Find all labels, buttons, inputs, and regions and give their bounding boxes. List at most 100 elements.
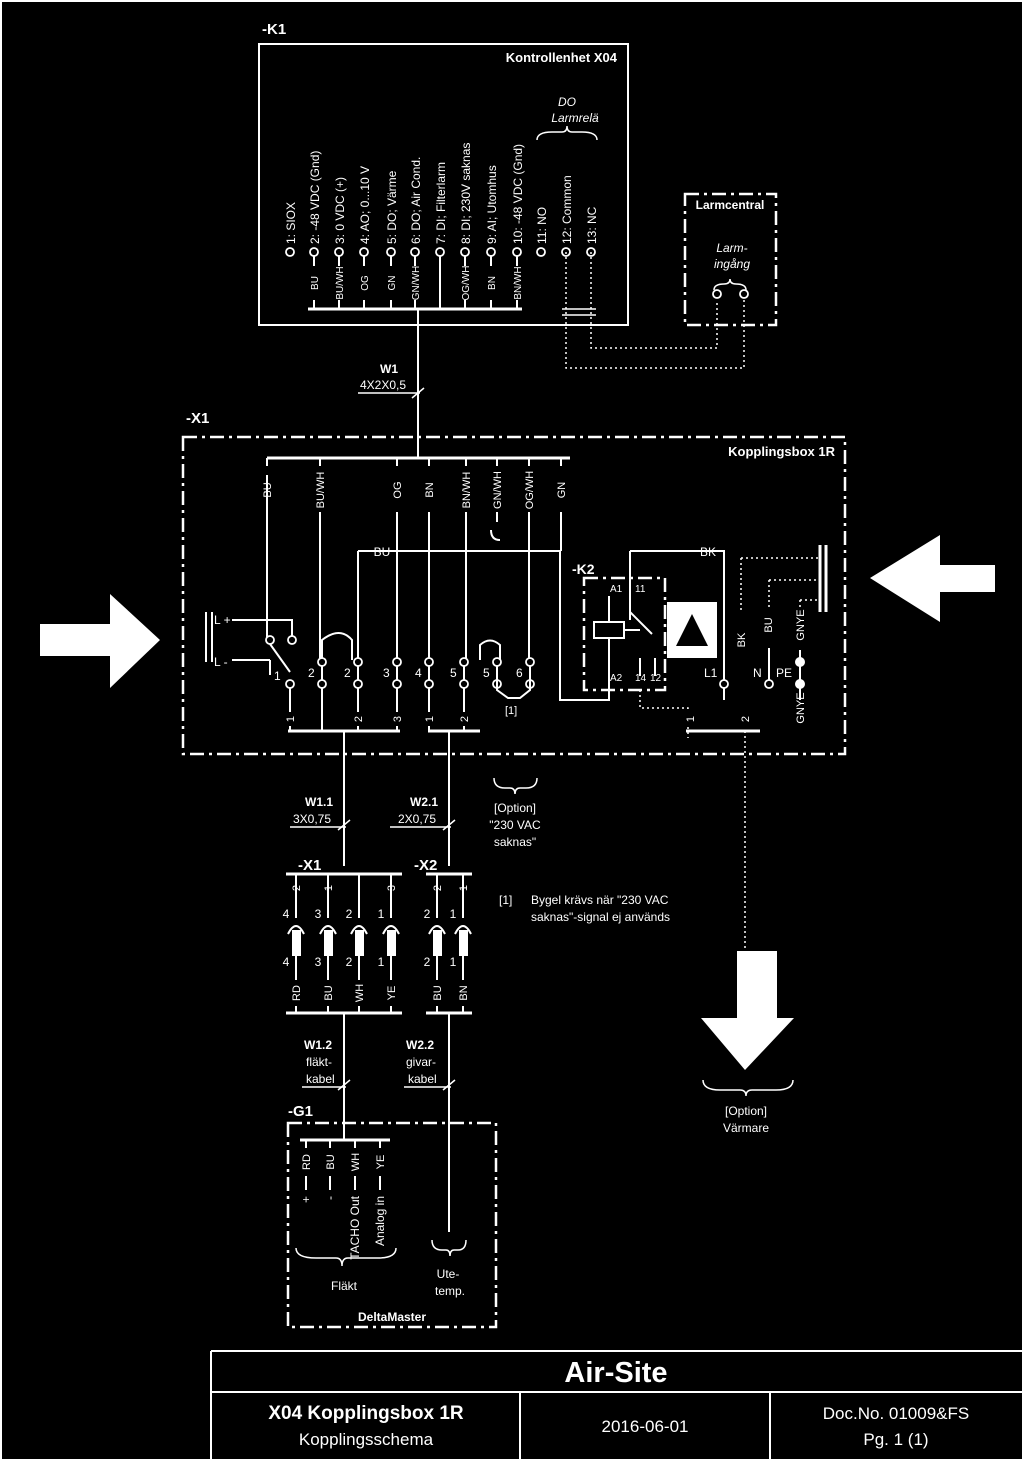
k1-terminal-label: 1: SIOX: [284, 202, 298, 244]
x1-id: -X1: [186, 410, 209, 427]
x1-busnum-mask: [458, 712, 470, 726]
k1-do-label: DO: [558, 95, 576, 109]
x1-terminal-num: 4: [415, 666, 422, 680]
switch-1-num: 1: [274, 669, 281, 683]
k1-wire-mask: [511, 266, 523, 300]
note-line1: Bygel krävs när "230 VAC: [531, 893, 669, 907]
k1-terminal: [334, 247, 344, 257]
fan-brace: [295, 1247, 397, 1267]
g1-id: -G1: [288, 1103, 313, 1120]
k2-12: 12: [650, 673, 662, 684]
k1-terminal-label: 3: 0 VDC (+): [333, 177, 347, 244]
w1-spec: 4X2X0,5: [360, 378, 406, 392]
x1-terminal-bottom: [424, 679, 434, 689]
heater-arrow: [701, 951, 794, 1070]
k1-wire-mask: [459, 266, 471, 300]
x1-terminal-top: [459, 657, 469, 667]
conn-top-num: 1: [323, 885, 335, 891]
conn-socket: [382, 925, 400, 935]
x1-wire-mask: [314, 466, 326, 512]
right-wire-bu: BU: [763, 617, 775, 632]
conn-pin: [355, 930, 364, 956]
warning-icon: [676, 614, 708, 646]
x1-busnum: 2: [459, 716, 471, 722]
title-block: Air-Site X04 Kopplingsbox 1R Kopplingssc…: [210, 1350, 1023, 1460]
x1-wire-label: BN/WH: [461, 472, 473, 509]
bu-label: BU: [374, 545, 391, 559]
conn-pin: [433, 930, 442, 956]
k1-terminal-label: 9: AI; Utomhus: [485, 165, 499, 244]
l-wires: [232, 475, 293, 661]
k1-wire-mask: [485, 266, 497, 300]
conn-pin: [459, 930, 468, 956]
k1-terminal-label: 2: -48 VDC (Gnd): [308, 151, 322, 244]
ute-label: Ute-: [437, 1267, 460, 1281]
k1-wire-mask: [333, 266, 345, 300]
conn-socket: [287, 925, 305, 935]
g1-title: DeltaMaster: [358, 1310, 426, 1324]
right-wires: [740, 557, 820, 610]
conn-pin-num-bottom: 2: [424, 955, 431, 969]
conn-socket: [350, 925, 368, 935]
option-heater-l2: Värmare: [723, 1121, 769, 1135]
x1-terminal-bottom: [317, 679, 327, 689]
k1-terminal: [386, 247, 396, 257]
conn-pin-num: 2: [424, 907, 431, 921]
k1-wire-mask: [308, 266, 320, 300]
w1-2-tick: [337, 1079, 351, 1091]
k2-a2: A2: [610, 673, 623, 684]
g1-wire-mask: [374, 1148, 386, 1176]
conn-wire-mask: [431, 980, 443, 1006]
n-label: N: [753, 666, 762, 680]
x1-wire-mask: [555, 466, 567, 512]
x1-wire-mask: [491, 466, 503, 512]
k1-box: [258, 43, 629, 326]
x1-terminal-bottom: [392, 679, 402, 689]
drawing-date: 2016-06-01: [602, 1417, 689, 1436]
x1-busnum-mask: [684, 712, 696, 726]
w1-1-id: W1.1: [305, 795, 333, 809]
w2-1-id: W2.1: [410, 795, 438, 809]
k2-coil-wire: [559, 565, 610, 701]
g1-wire-mask: [300, 1148, 312, 1176]
x1-terminal-num: 5: [450, 666, 457, 680]
x1-busnum: 2: [740, 716, 752, 722]
jumper-2-2: [321, 632, 353, 660]
g1-signal-label: Analog in: [373, 1196, 387, 1246]
conn-pin-num: 4: [283, 907, 290, 921]
conn-pin-num: 1: [450, 907, 457, 921]
k1-wire-label: GN/WH: [411, 266, 422, 300]
x1-wire-label: OG: [392, 481, 404, 498]
k1-wire-label: OG: [360, 275, 371, 291]
x1-wire-label: BN: [424, 482, 436, 497]
larmcentral-box: [683, 192, 778, 327]
conn-top-num: 2: [432, 885, 444, 891]
option-heater-brace: [702, 1079, 794, 1097]
x1-busnum-mask: [391, 712, 403, 726]
k1-terminal-label: 10: -48 VDC (Gnd): [511, 144, 525, 244]
w2-1-tick: [442, 819, 456, 831]
w2-1-spec: 2X0,75: [398, 812, 436, 826]
k2-out: [639, 690, 689, 738]
k1-wire-mask: [385, 266, 397, 300]
x1-busnum-mask: [739, 712, 751, 726]
k1-wire-label: OG/WH: [461, 266, 472, 301]
conn-pin-num: 3: [315, 907, 322, 921]
conn-pin: [324, 930, 333, 956]
x1-terminal-top: [353, 657, 363, 667]
right-wire-bk: BK: [736, 632, 748, 647]
lplus-lminus-block: [205, 612, 213, 662]
x1-wire-mask: [523, 466, 535, 512]
k1-terminal: [435, 247, 445, 257]
option-230-l2: "230 VAC: [489, 818, 541, 832]
x1-busnum: 3: [392, 716, 404, 722]
l1-label: L1: [704, 666, 718, 680]
jumper-1-label: [1]: [505, 705, 517, 717]
k1-terminal-label: 6: DO; Air Cond.: [409, 157, 423, 244]
